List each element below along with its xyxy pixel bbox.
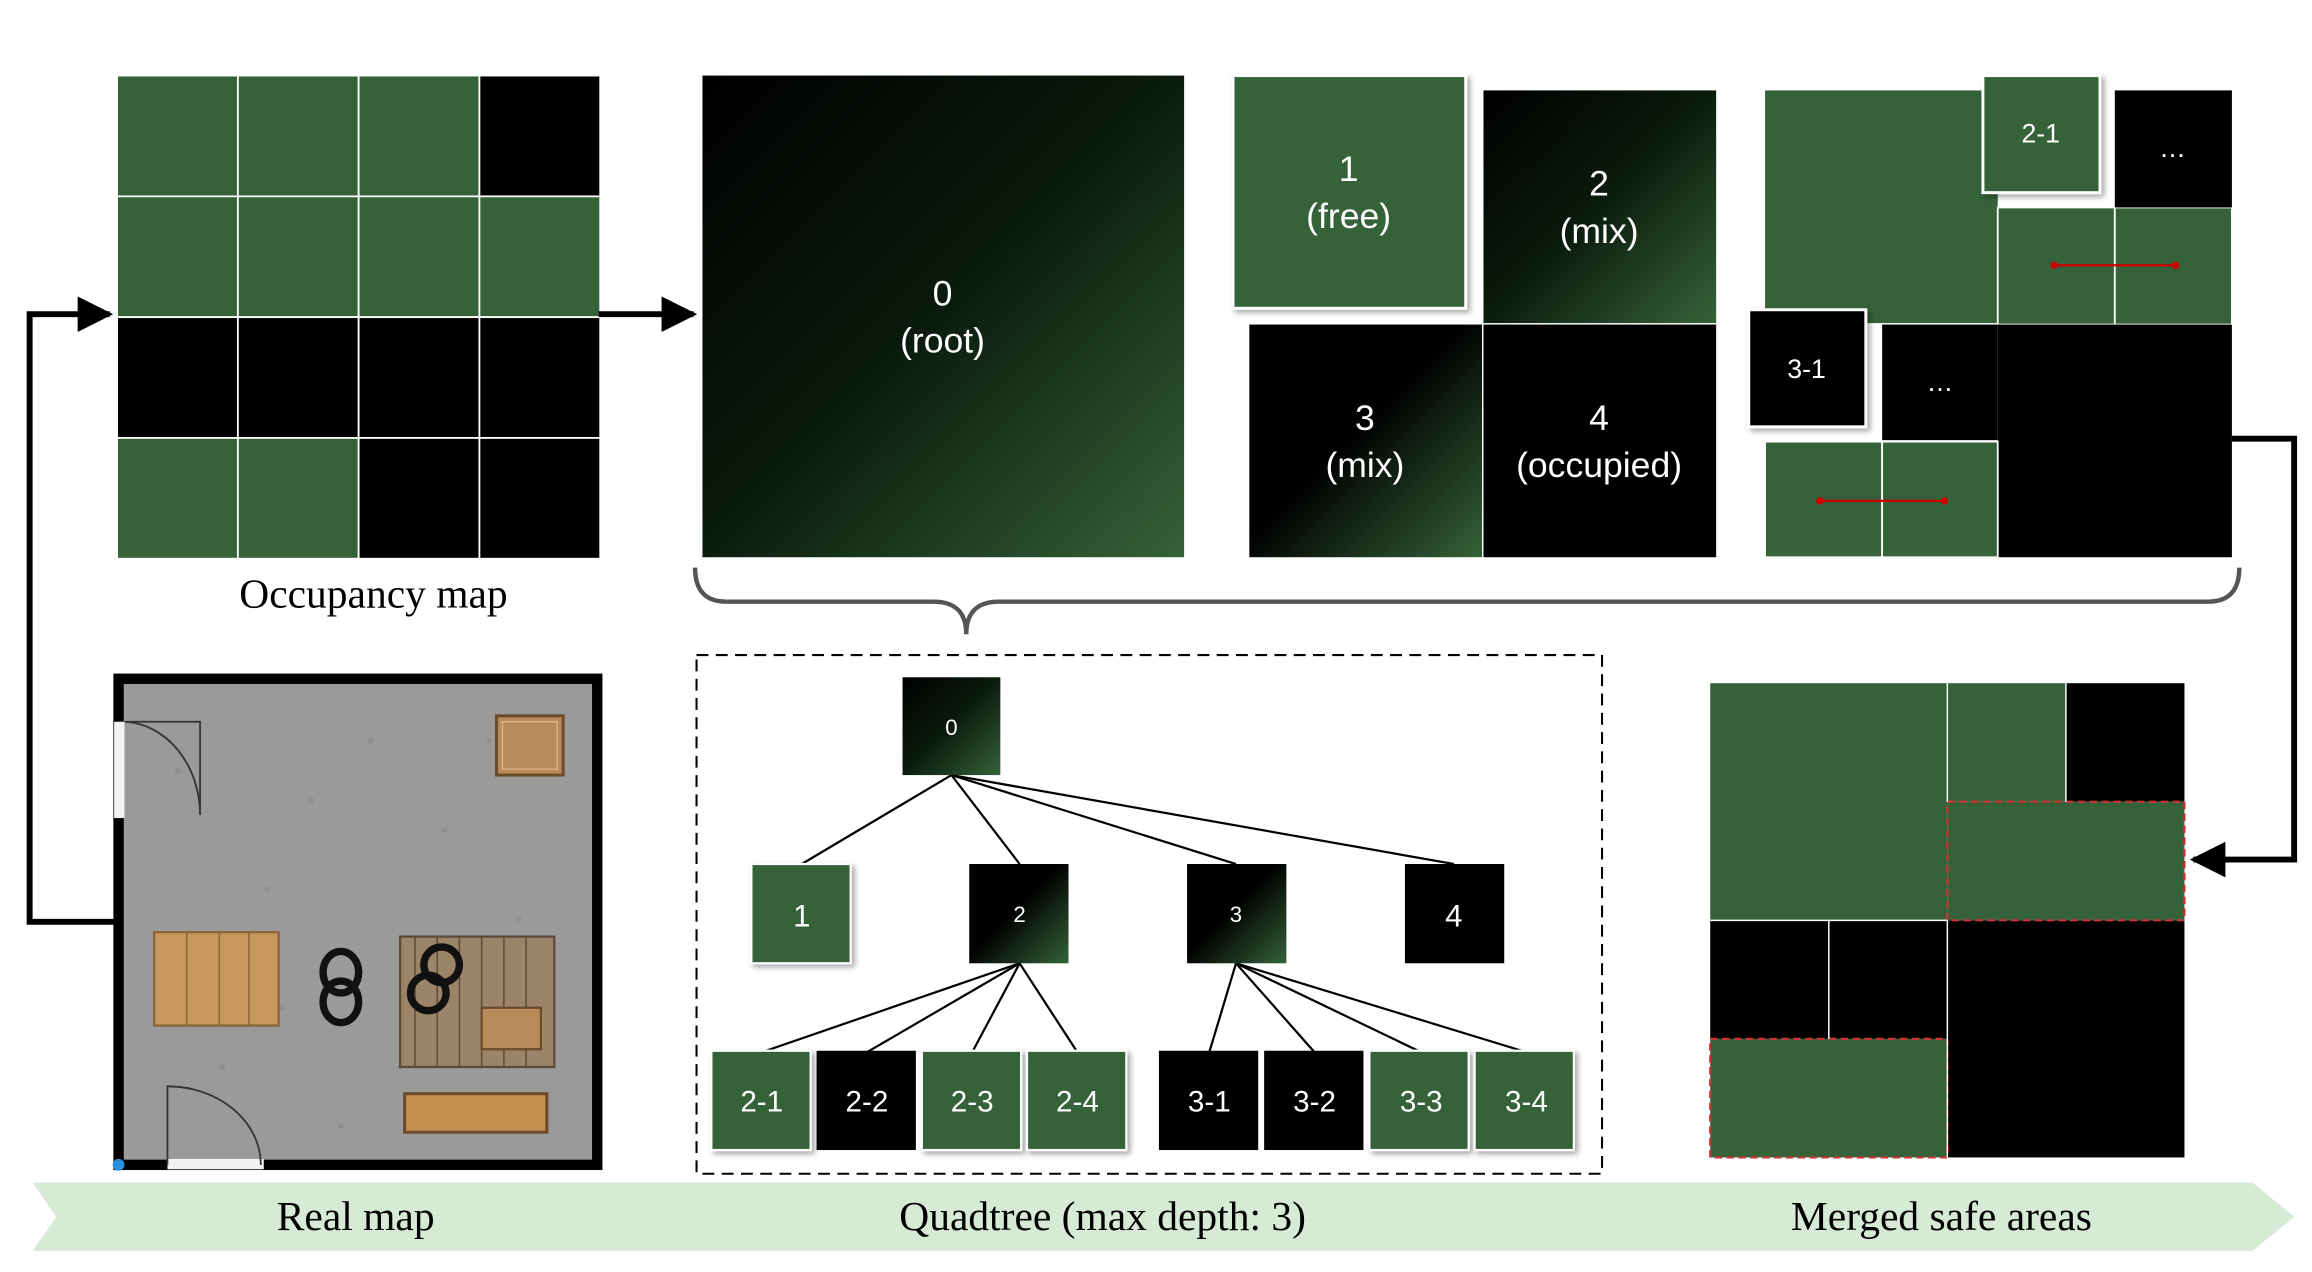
tree-node <box>1158 1050 1259 1151</box>
merged-region <box>1709 1037 1949 1159</box>
occupancy-cell-free <box>116 195 239 319</box>
occupancy-cell-free <box>116 437 239 560</box>
tree-root: 0 <box>902 677 1001 776</box>
tree-node-label: 3-2 <box>1293 1086 1336 1119</box>
occupancy-cell-occupied <box>478 316 602 439</box>
tree-node <box>969 864 1069 964</box>
tree-node-label: 2 <box>1013 902 1025 927</box>
node-3-id: 3 <box>1355 398 1375 438</box>
feedback-arrow <box>26 296 119 925</box>
tree-level1: 1 2 3 4 <box>750 862 1505 965</box>
node-3-state: (mix) <box>1325 445 1404 485</box>
node-1-state: (free) <box>1306 196 1391 236</box>
occupancy-map-caption: Occupancy map <box>239 571 507 617</box>
tree-node <box>1368 1049 1470 1152</box>
quadtree-root-node: 0 (root) <box>702 75 1185 558</box>
node-1-square <box>1231 74 1468 310</box>
merged-safe-areas <box>1709 683 2186 1159</box>
node-2-state: (mix) <box>1560 211 1639 251</box>
occupancy-cell-free <box>478 195 602 319</box>
node-2-square <box>1483 90 1717 324</box>
node-2-id: 2 <box>1589 164 1609 204</box>
tree-node-label: 2-1 <box>740 1086 783 1119</box>
quadtree-level2-exploded: 2-1 3-1 … … <box>1747 74 2233 559</box>
crate-inner <box>501 720 558 770</box>
node-1-id: 1 <box>1339 149 1359 189</box>
door-swing <box>166 1085 262 1165</box>
merged-region <box>1946 800 2186 922</box>
tree-node <box>1187 864 1287 964</box>
occupancy-cell-free <box>236 74 360 198</box>
tree-node-label: 3-4 <box>1505 1086 1548 1119</box>
small-crate <box>480 1006 543 1051</box>
stage-label-merged: Merged safe areas <box>1791 1193 2092 1239</box>
occupancy-cell-free <box>357 195 481 319</box>
tree-node-label: 4 <box>1445 898 1462 933</box>
tree-node-label: 3 <box>1230 902 1242 927</box>
tree-node-label: 2-2 <box>846 1086 889 1119</box>
occupancy-cell-free <box>236 195 360 319</box>
stage-label-real: Real map <box>277 1193 435 1239</box>
tree-node <box>1264 1050 1364 1151</box>
occupancy-cell-occupied <box>236 316 360 439</box>
occupancy-cell-occupied <box>478 74 602 198</box>
node-2-1-raised <box>1981 74 2102 195</box>
node-3-1-label: 3-1 <box>1787 354 1826 384</box>
occupancy-cell-free <box>116 74 239 198</box>
node-3-1-raised <box>1747 308 1868 429</box>
occupancy-cell-occupied <box>357 316 481 439</box>
tree-level2: 2-1 2-2 2-3 2-4 3-1 3-2 3-3 3-4 <box>710 1049 1575 1152</box>
crate <box>494 714 565 777</box>
tree-node-label: 0 <box>945 715 957 740</box>
ellipsis-label: … <box>2159 133 2186 163</box>
stage-label-quadtree: Quadtree (max depth: 3) <box>899 1193 1306 1240</box>
pallet-boxes <box>153 931 280 1027</box>
tree-edges <box>761 773 1527 1054</box>
root-id: 0 <box>933 273 953 313</box>
root-state: (root) <box>900 321 985 361</box>
tree-node <box>710 1049 812 1152</box>
long-crate <box>403 1092 549 1134</box>
node-4-state: (occupied) <box>1516 445 1682 485</box>
tree-node <box>750 862 852 965</box>
occupancy-cell-occupied <box>478 437 602 560</box>
quadtree-level1: 1 (free) 2 (mix) 3 (mix) 4 (occupied) <box>1231 74 1717 558</box>
occupancy-cell-occupied <box>357 437 481 560</box>
tree-node <box>1404 864 1505 964</box>
node-4-square <box>1483 324 1717 558</box>
tree-node <box>1473 1049 1575 1152</box>
tree-panel <box>695 654 1604 1175</box>
floor-texture <box>160 738 522 1130</box>
tree-node-label: 2-4 <box>1056 1086 1099 1119</box>
tree-node <box>1025 1049 1128 1152</box>
tree-node-label: 3-1 <box>1188 1086 1231 1119</box>
tree-node-label: 1 <box>793 898 810 933</box>
occupancy-cell-free <box>357 74 481 198</box>
group-brace <box>692 567 2242 635</box>
tree-node-label: 2-3 <box>951 1086 994 1119</box>
tree-node <box>920 1049 1023 1152</box>
tree-node <box>816 1050 916 1151</box>
occupancy-map <box>116 74 602 560</box>
occupancy-cell-occupied <box>116 316 239 439</box>
tree-node-label: 3-3 <box>1400 1086 1443 1119</box>
door-swing <box>124 720 201 816</box>
ellipsis-label: … <box>1927 367 1954 397</box>
real-map <box>112 673 603 1171</box>
node-3-square <box>1249 324 1482 558</box>
node-4-id: 4 <box>1589 398 1609 438</box>
occupancy-cell-free <box>236 437 360 560</box>
stage-banner <box>32 1182 2295 1251</box>
to-merged-arrow <box>2189 435 2298 878</box>
node-2-1-label: 2-1 <box>2021 118 2060 148</box>
